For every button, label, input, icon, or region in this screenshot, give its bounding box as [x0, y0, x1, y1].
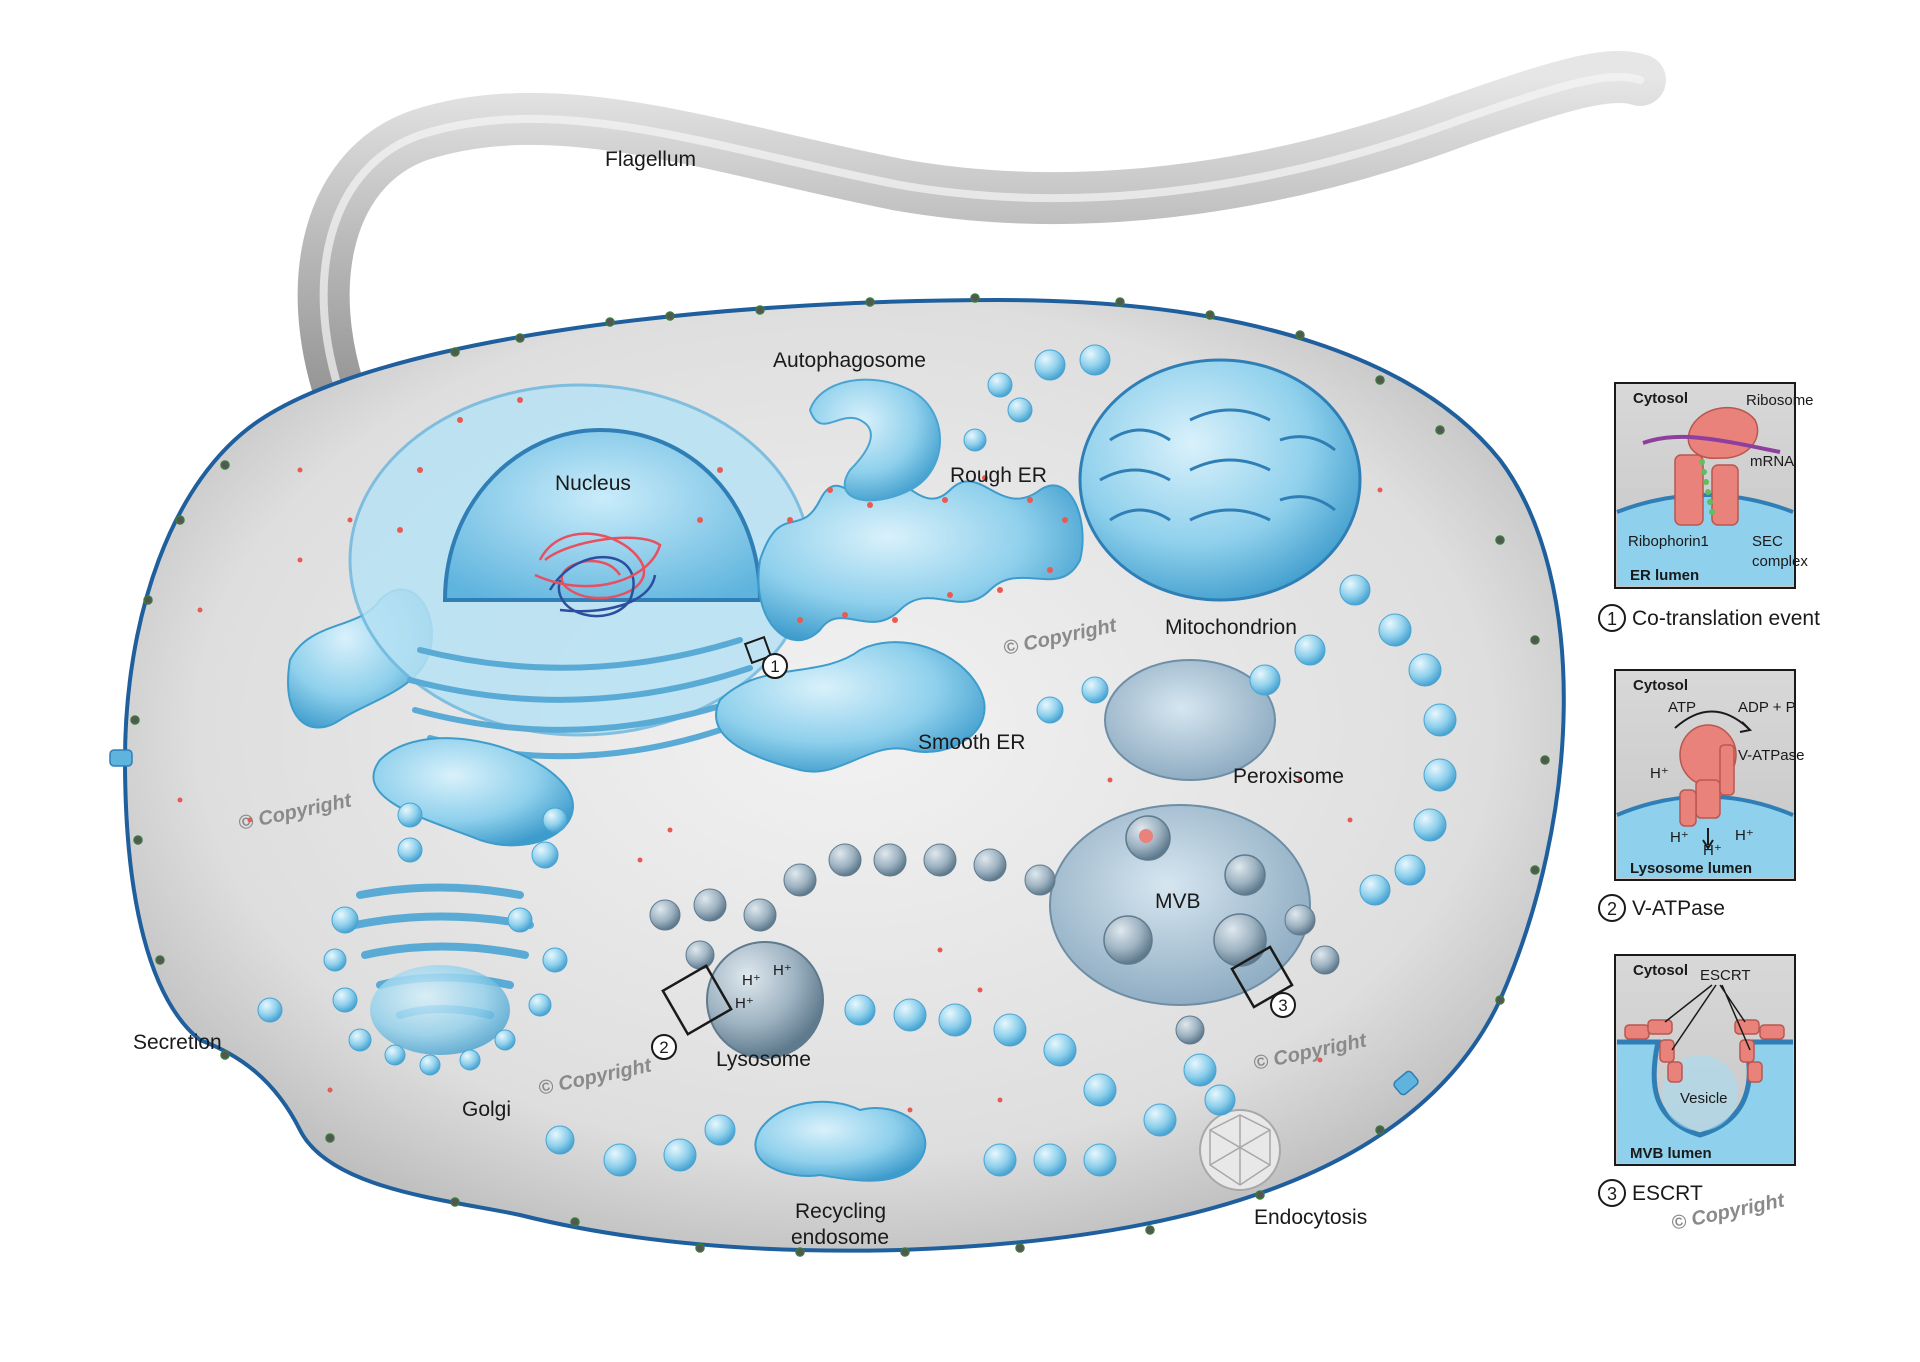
marker-3: 3 [1270, 992, 1296, 1018]
inset2-h1: H⁺ [1650, 765, 1669, 782]
nucleus [442, 427, 763, 602]
svg-text:2: 2 [659, 1038, 668, 1057]
ribosome-dots [397, 397, 1068, 623]
inset3-caption: ESCRT [1632, 1182, 1703, 1205]
cristae [1099, 408, 1336, 522]
inset2-h2: H⁺ [1670, 829, 1689, 846]
inset3-lumen: MVB lumen [1630, 1145, 1712, 1162]
callout-box-3 [1230, 945, 1294, 1009]
vesicles-gray [649, 843, 1340, 1045]
vesicles-blue [257, 344, 1457, 1177]
label-autophagosome: Autophagosome [773, 349, 926, 372]
inset1-ribosome: Ribosome [1746, 392, 1814, 409]
label-rough-er: Rough ER [950, 464, 1047, 487]
membrane-channel-right [1393, 1070, 1419, 1096]
label-flagellum: Flagellum [605, 148, 696, 171]
label-recycling-endosome-2: endosome [791, 1226, 889, 1249]
inset2-h3: H⁺ [1703, 842, 1722, 859]
lysosome [706, 941, 824, 1059]
inset2-name: V-ATPase [1738, 747, 1804, 764]
callout-box-1 [743, 635, 773, 665]
inset1-caption: Co-translation event [1632, 607, 1820, 630]
inset1-mrna: mRNA [1750, 453, 1794, 470]
chromatin [534, 532, 662, 618]
inset1-lumen: ER lumen [1630, 567, 1699, 584]
label-mitochondrion: Mitochondrion [1165, 616, 1297, 639]
inset3-cytosol: Cytosol [1633, 962, 1688, 979]
inset2-adp: ADP + P [1738, 699, 1796, 716]
autophagosome [808, 378, 941, 502]
inset-vatpase: Cytosol ATP ADP + P V-ATPase H⁺ H⁺ H⁺ H⁺… [1614, 669, 1804, 881]
inset2-lumen: Lysosome lumen [1630, 860, 1752, 877]
inset2-cytosol: Cytosol [1633, 677, 1688, 694]
label-recycling-endosome-1: Recycling [795, 1200, 886, 1223]
cytosol-dots [177, 467, 1383, 1113]
label-golgi: Golgi [462, 1098, 511, 1121]
inset1-sec-2: complex [1752, 553, 1808, 570]
recycling-endosome [754, 1100, 927, 1182]
label-endocytosis: Endocytosis [1254, 1206, 1367, 1229]
label-peroxisome: Peroxisome [1233, 765, 1344, 788]
inset2-h4: H⁺ [1735, 827, 1754, 844]
membrane-receptors [130, 293, 1550, 1257]
svg-text:3: 3 [1278, 996, 1287, 1015]
inset1-cytosol: Cytosol [1633, 390, 1688, 407]
membrane-channel-left [109, 749, 133, 767]
marker-1: 1 [762, 653, 788, 679]
label-smooth-er: Smooth ER [918, 731, 1025, 754]
label-nucleus: Nucleus [555, 472, 631, 495]
lysosome-ion-3: H⁺ [773, 962, 792, 979]
inset2-caption: V-ATPase [1632, 897, 1725, 920]
inset3-escrt: ESCRT [1700, 967, 1751, 984]
label-lysosome: Lysosome [716, 1048, 811, 1071]
lysosome-ion-2: H⁺ [735, 995, 754, 1012]
label-mvb: MVB [1155, 890, 1201, 913]
lysosome-ion-1: H⁺ [742, 972, 761, 989]
inset1-number: 1 [1607, 609, 1617, 629]
inset-escrt: Cytosol ESCRT Vesicle MVB lumen [1614, 954, 1796, 1166]
label-secretion: Secretion [133, 1031, 222, 1054]
svg-text:1: 1 [770, 657, 779, 676]
inset3-number: 3 [1607, 1184, 1617, 1204]
inset2-atp: ATP [1668, 699, 1696, 716]
mitochondrion [1078, 358, 1362, 602]
marker-2: 2 [651, 1034, 677, 1060]
inset1-ribophorin: Ribophorin1 [1628, 533, 1709, 550]
inset3-vesicle: Vesicle [1680, 1090, 1728, 1107]
inset-cotranslation: Cytosol Ribosome mRNA Ribophorin1 SEC co… [1614, 382, 1814, 589]
inset1-sec-1: SEC [1752, 533, 1783, 550]
callout-box-2 [661, 964, 733, 1036]
inset2-number: 2 [1607, 899, 1617, 919]
peroxisome [1104, 659, 1276, 781]
